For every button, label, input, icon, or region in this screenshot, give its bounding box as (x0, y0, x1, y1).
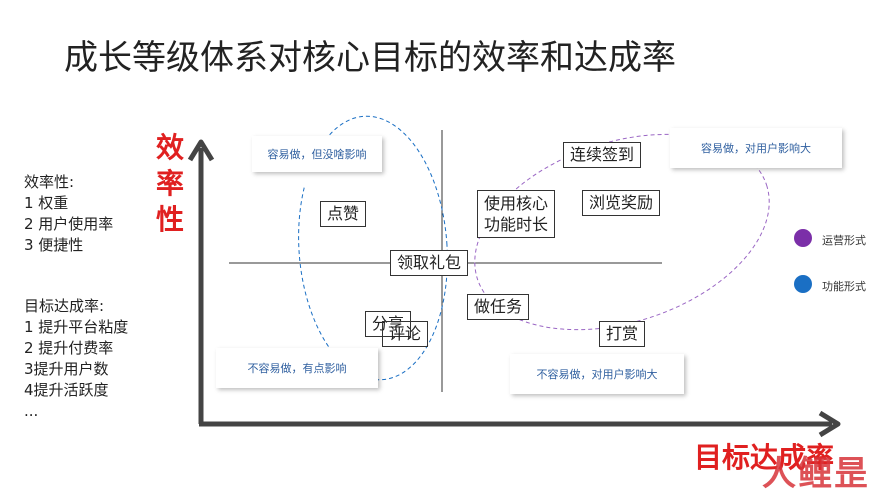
y-axis-label-char: 效 (155, 131, 184, 164)
y-axis-label-char: 性 (155, 203, 184, 236)
efficiency-heading: 效率性: (24, 173, 75, 191)
legend-function-dot (794, 275, 812, 293)
operation-ellipse (474, 133, 770, 331)
callout-top-left: 容易做，但没啥影响 (252, 136, 382, 172)
callout-bottom-right: 不容易做，对用户影响大 (510, 354, 684, 394)
node-consecutive-checkin: 连续签到 (563, 142, 642, 168)
callout-tail-bottom-right (540, 338, 570, 356)
callout-tail-bottom-left (270, 332, 298, 350)
efficiency-item: 2 用户使用率 (24, 215, 114, 233)
goal-heading: 目标达成率: (24, 297, 105, 315)
y-axis-label: 效 率 性 (150, 130, 190, 238)
goal-item: 3提升用户数 (24, 360, 109, 378)
node-claim-gift: 领取礼包 (390, 250, 469, 276)
callout-tail-top-left (290, 168, 318, 190)
page-title: 成长等级体系对核心目标的效率和达成率 (64, 38, 676, 78)
node-browse-reward: 浏览奖励 (582, 190, 661, 216)
callout-top-right: 容易做，对用户影响大 (670, 128, 842, 168)
node-comment: 评论 (382, 321, 429, 347)
y-axis-label-char: 率 (155, 167, 184, 200)
goal-item: 1 提升平台粘度 (24, 318, 129, 336)
node-do-task: 做任务 (467, 294, 530, 320)
efficiency-item: 1 权重 (24, 194, 69, 212)
node-core-function-duration-line: 使用核心 (484, 194, 549, 213)
legend-operation-label: 运营形式 (822, 234, 866, 247)
callout-tail-top-right (700, 168, 730, 190)
y-axis-arrow (187, 139, 215, 162)
node-like: 点赞 (320, 201, 367, 227)
goal-item: 2 提升付费率 (24, 339, 114, 357)
x-axis-label: 目标达成率 (694, 441, 835, 474)
goal-list: 目标达成率: 1 提升平台粘度 2 提升付费率 3提升用户数 4提升活跃度 ..… (24, 296, 128, 422)
node-tip: 打赏 (599, 321, 646, 347)
goal-item: 4提升活跃度 (24, 381, 109, 399)
x-axis-arrow (818, 410, 841, 438)
node-core-function-duration-line: 功能时长 (484, 215, 549, 234)
legend-operation-dot (794, 229, 812, 247)
node-core-function-duration: 使用核心 功能时长 (477, 190, 556, 238)
goal-item: ... (24, 402, 39, 420)
efficiency-item: 3 便捷性 (24, 236, 84, 254)
function-ellipse (298, 115, 448, 381)
legend-function-label: 功能形式 (822, 280, 866, 293)
efficiency-list: 效率性: 1 权重 2 用户使用率 3 便捷性 (24, 172, 113, 256)
watermark-logo: 人鲤昰 (762, 454, 870, 494)
node-share: 分享 (365, 311, 412, 337)
callout-bottom-left: 不容易做，有点影响 (216, 348, 378, 388)
